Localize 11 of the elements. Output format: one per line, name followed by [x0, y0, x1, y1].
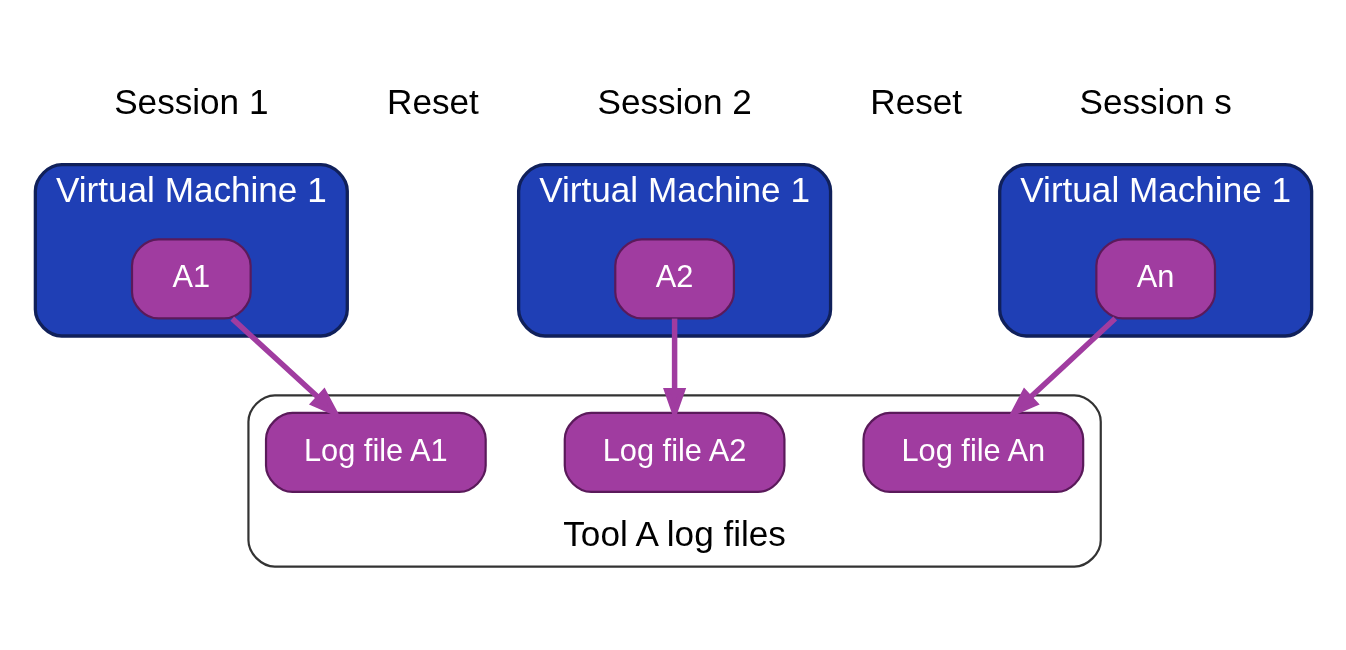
node-box: Log file A1 — [264, 411, 487, 494]
label: Reset — [386, 81, 479, 121]
label: Session 2 — [596, 81, 752, 121]
node-box: A1 — [130, 238, 252, 320]
label: Session s — [1079, 81, 1232, 121]
label: Reset — [869, 81, 962, 121]
node-box: Log file A2 — [563, 411, 786, 494]
node-box: An — [1094, 238, 1216, 320]
node-box: Log file An — [861, 411, 1084, 494]
label: Session 1 — [113, 81, 268, 121]
node-box: A2 — [613, 238, 735, 320]
